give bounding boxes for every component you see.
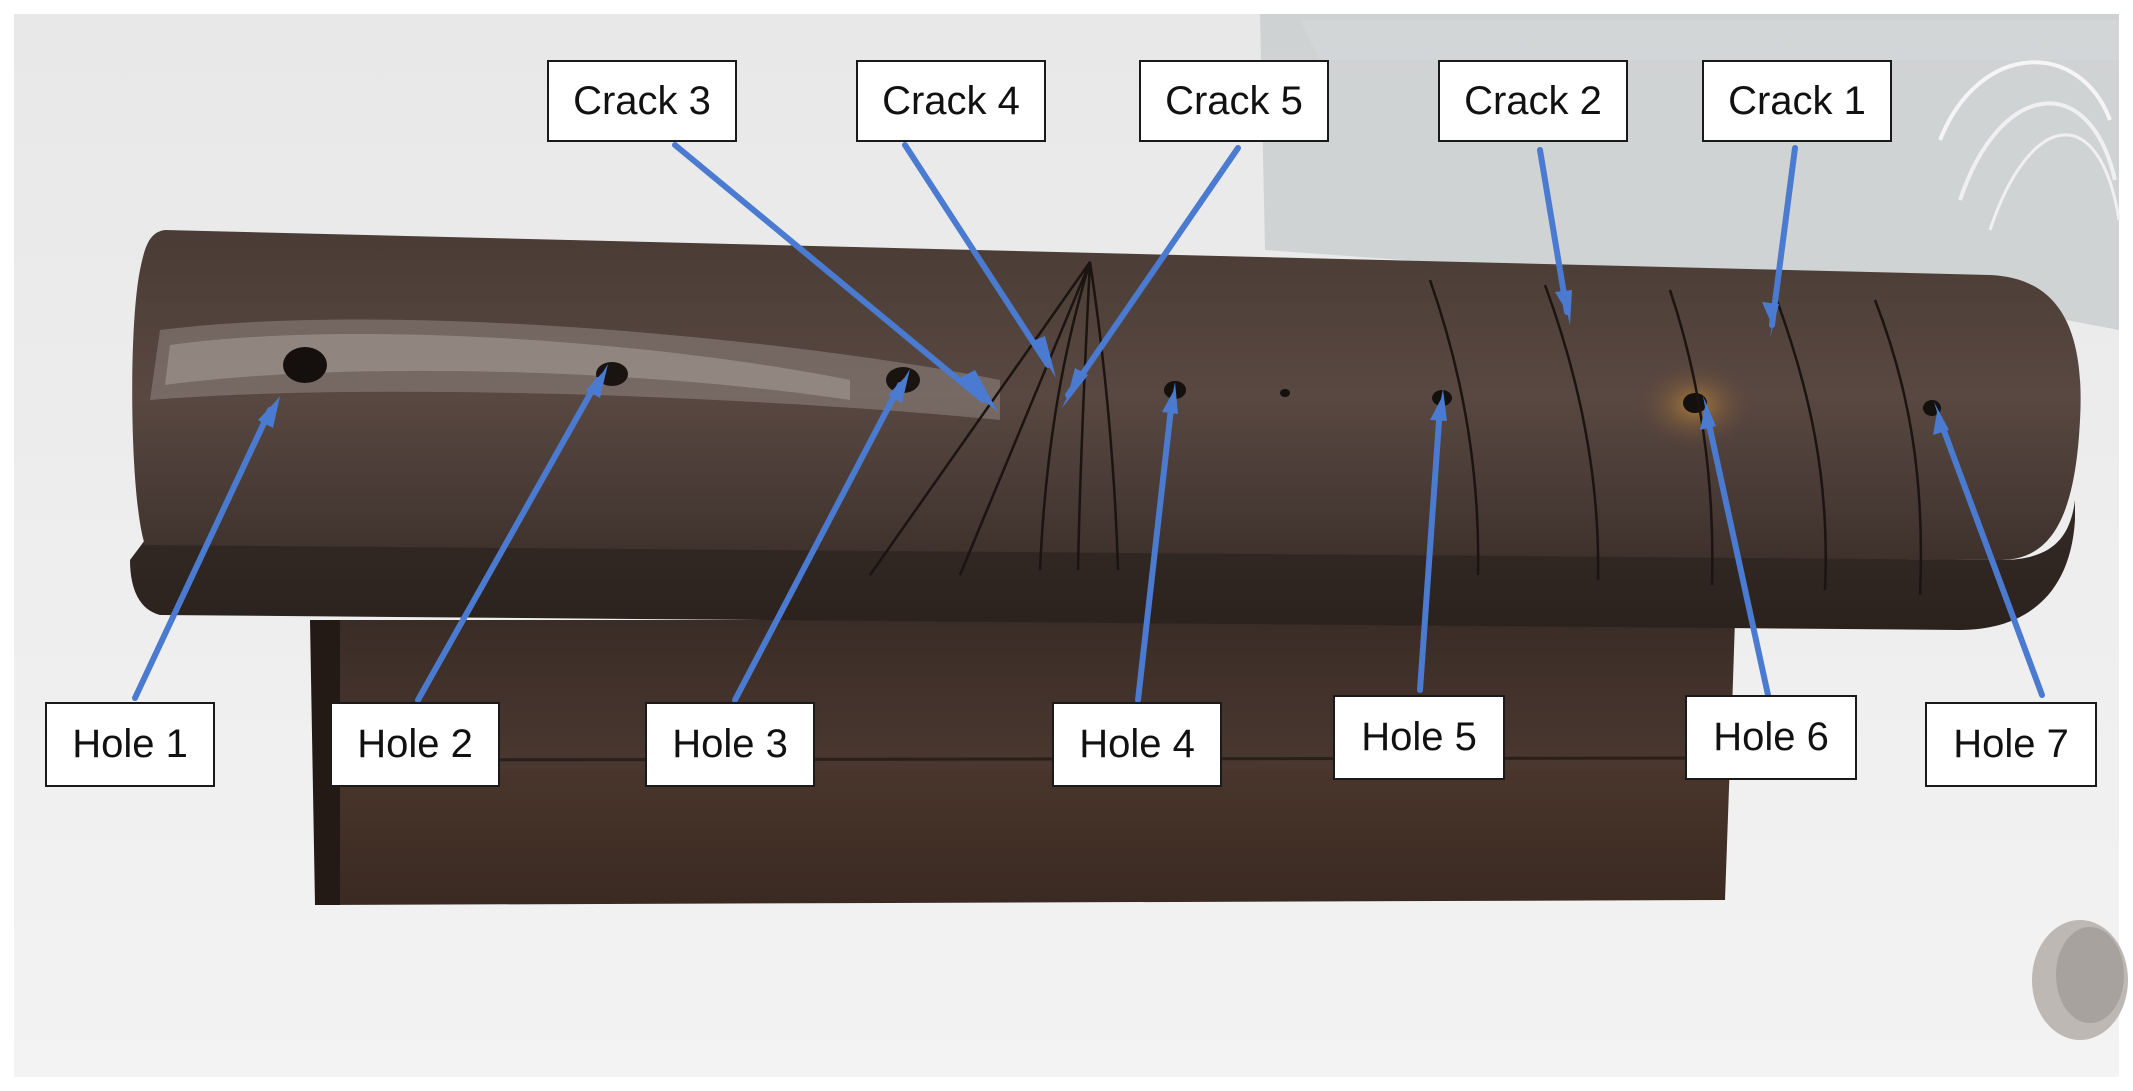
rail-web [330, 620, 1735, 770]
crack-3-label: Crack 3 [547, 60, 737, 142]
crack-lines [868, 261, 1923, 596]
crack-5-label: Crack 5 [1139, 60, 1329, 142]
crack-2-label: Crack 2 [1438, 60, 1628, 142]
hole-4-label: Hole 4 [1052, 702, 1222, 787]
small-dot-mark [1280, 389, 1290, 397]
crack-1-label: Crack 1 [1702, 60, 1892, 142]
hole-1-label: Hole 1 [45, 702, 215, 787]
hole-3-label: Hole 3 [645, 702, 815, 787]
hole-7-label: Hole 7 [1925, 702, 2097, 787]
hole-6-label: Hole 6 [1685, 695, 1857, 780]
annotation-arrows [132, 142, 2045, 703]
crack-4-label: Crack 4 [856, 60, 1046, 142]
hole-5-label: Hole 5 [1333, 695, 1505, 780]
rail-head-side [130, 500, 2075, 630]
hole-6-mark [1683, 393, 1707, 413]
hole-7-mark [1923, 400, 1941, 416]
rail-foot [315, 760, 1730, 905]
cable [1938, 60, 2112, 141]
hole-1-mark [283, 347, 327, 383]
hole-2-label: Hole 2 [330, 702, 500, 787]
worn-band [150, 319, 1000, 420]
